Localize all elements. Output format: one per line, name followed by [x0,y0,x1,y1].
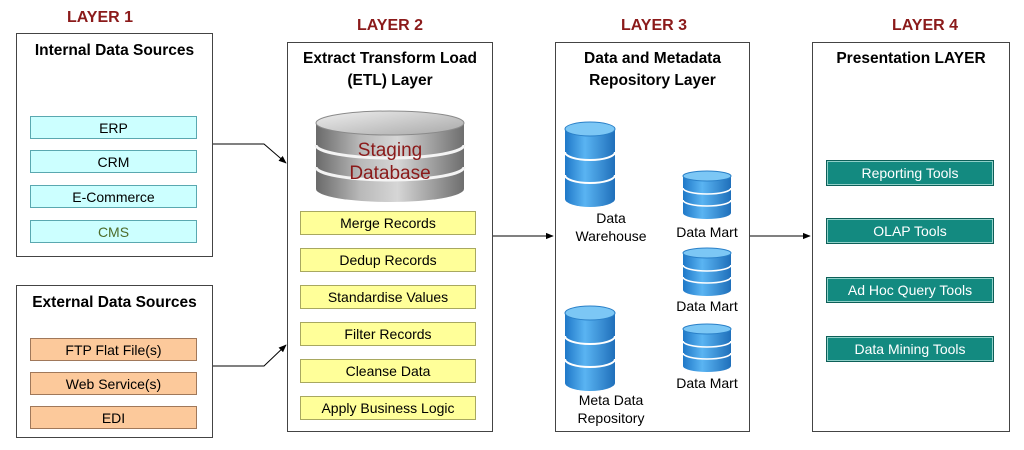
data-mart-1-db-icon [682,170,732,219]
tool-data-mining: Data Mining Tools [827,337,993,361]
step-filter-records: Filter Records [300,322,476,346]
data-warehouse-label-line2: Warehouse [575,228,647,244]
layer3-title: LAYER 3 [620,17,688,34]
source-ftp-flat-files: FTP Flat File(s) [30,338,197,361]
staging-database-icon [314,110,466,202]
presentation-title: Presentation LAYER [836,50,986,67]
source-web-services: Web Service(s) [30,372,197,395]
source-ecommerce: E-Commerce [30,185,197,208]
staging-label-line2: Database [349,163,431,184]
arrow-internal-to-etl [213,143,287,164]
layer2-title: LAYER 2 [356,17,424,34]
arrow-external-to-etl [213,344,287,367]
step-apply-business-logic: Apply Business Logic [300,396,476,420]
step-cleanse-data: Cleanse Data [300,359,476,383]
external-sources-panel: External Data Sources FTP Flat File(s) W… [16,285,213,438]
internal-sources-panel: Internal Data Sources ERP CRM E-Commerce… [16,33,213,257]
etl-title-line1: Extract Transform Load [303,50,477,67]
etl-panel: Extract Transform Load (ETL) Layer Stagi… [287,42,493,432]
presentation-panel: Presentation LAYER Reporting Tools OLAP … [812,42,1010,432]
source-crm: CRM [30,150,197,173]
layer1-title: LAYER 1 [66,9,134,26]
data-mart-2-db-icon [682,247,732,296]
tool-reporting: Reporting Tools [827,161,993,185]
data-warehouse-label-line1: Data [596,210,626,226]
tool-ad-hoc-query: Ad Hoc Query Tools [827,278,993,302]
etl-title-line2: (ETL) Layer [347,72,433,89]
meta-data-label-line1: Meta Data [578,392,644,408]
data-mart-3-db-icon [682,323,732,372]
repository-title-line1: Data and Metadata [584,50,721,67]
repository-panel: Data and Metadata Repository Layer Data … [555,42,750,432]
staging-label-line1: Staging [357,140,423,161]
step-merge-records: Merge Records [300,211,476,235]
meta-data-label-line2: Repository [577,410,645,426]
external-sources-title: External Data Sources [32,294,197,311]
tool-olap: OLAP Tools [827,219,993,243]
step-dedup-records: Dedup Records [300,248,476,272]
data-mart-1-label: Data Mart [676,224,738,240]
source-cms: CMS [30,220,197,243]
layer4-title: LAYER 4 [891,17,959,34]
internal-sources-title: Internal Data Sources [34,42,195,59]
data-mart-3-label: Data Mart [676,375,738,391]
repository-title-line2: Repository Layer [589,72,716,89]
data-mart-2-label: Data Mart [676,298,738,314]
step-standardise-values: Standardise Values [300,285,476,309]
meta-data-repository-db-icon [564,305,616,391]
data-warehouse-db-icon [564,121,616,207]
source-edi: EDI [30,406,197,429]
source-erp: ERP [30,116,197,139]
